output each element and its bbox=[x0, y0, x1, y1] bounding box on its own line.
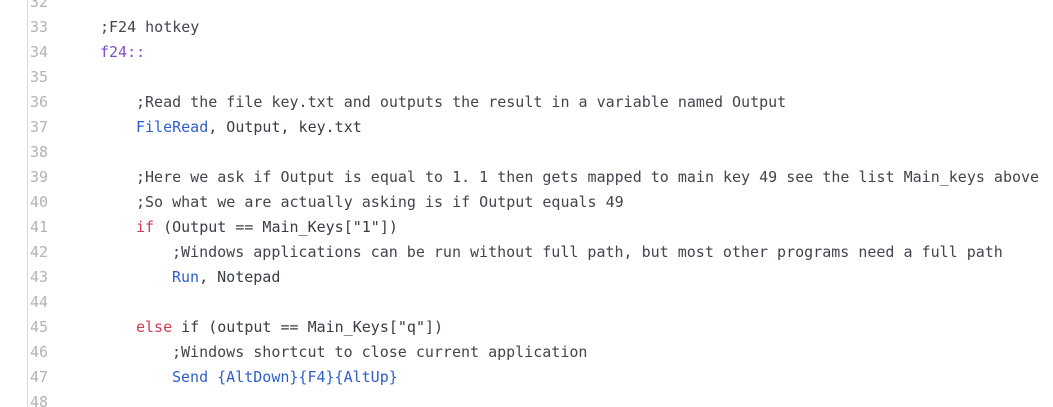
line-number: 39 bbox=[29, 168, 48, 186]
line-number: 36 bbox=[29, 93, 48, 111]
code-line-text: ;F24 hotkey bbox=[48, 15, 1053, 40]
code-line-text: FileRead, Output, key.txt bbox=[48, 115, 1053, 140]
code-line[interactable]: 40 ;So what we are actually asking is if … bbox=[0, 190, 1053, 215]
code-line-text: ;So what we are actually asking is if Ou… bbox=[48, 190, 1053, 215]
code-line-text bbox=[48, 140, 1053, 165]
line-number: 44 bbox=[29, 293, 48, 311]
line-number: 32 bbox=[29, 0, 48, 11]
code-line-text bbox=[48, 390, 1053, 407]
code-line-text: ;Windows applications can be run without… bbox=[48, 240, 1053, 265]
code-line-text: ;Windows shortcut to close current appli… bbox=[48, 340, 1053, 365]
line-number: 35 bbox=[29, 68, 48, 86]
code-line[interactable]: 32 bbox=[0, 0, 1053, 15]
line-number: 43 bbox=[29, 268, 48, 286]
token-hotkey: f24:: bbox=[100, 43, 146, 61]
token-keyword: if bbox=[136, 218, 155, 236]
code-line-text bbox=[48, 65, 1053, 90]
code-line-text: Send {AltDown}{F4}{AltUp} bbox=[48, 365, 1053, 390]
token-comment: ;F24 hotkey bbox=[100, 18, 200, 36]
code-line-text: ;Here we ask if Output is equal to 1. 1 … bbox=[48, 165, 1053, 190]
code-line[interactable]: 39 ;Here we ask if Output is equal to 1. … bbox=[0, 165, 1053, 190]
line-number: 34 bbox=[29, 43, 48, 61]
gutter-divider bbox=[27, 0, 28, 407]
code-line[interactable]: 47 Send {AltDown}{F4}{AltUp} bbox=[0, 365, 1053, 390]
code-line-text: else if (output == Main_Keys["q"]) bbox=[48, 315, 1053, 340]
token-plain: , Output, key.txt bbox=[208, 118, 362, 136]
token-plain: , Notepad bbox=[199, 268, 281, 286]
line-number: 33 bbox=[29, 18, 48, 36]
token-keyword: else bbox=[136, 318, 173, 336]
line-number: 46 bbox=[29, 343, 48, 361]
token-command: FileRead bbox=[136, 118, 209, 136]
token-plain: if (output == Main_Keys["q"]) bbox=[172, 318, 444, 336]
token-comment: ;Windows applications can be run without… bbox=[172, 243, 1003, 261]
code-line-text: ;Read the file key.txt and outputs the r… bbox=[48, 90, 1053, 115]
token-comment: ;So what we are actually asking is if Ou… bbox=[136, 193, 624, 211]
token-plain: (Output == Main_Keys["1"]) bbox=[154, 218, 398, 236]
code-line[interactable]: 34 f24:: bbox=[0, 40, 1053, 65]
code-line[interactable]: 38 bbox=[0, 140, 1053, 165]
line-number: 38 bbox=[29, 143, 48, 161]
code-line-text bbox=[48, 0, 1053, 15]
line-number: 45 bbox=[29, 318, 48, 336]
line-number: 40 bbox=[29, 193, 48, 211]
code-line-text: Run, Notepad bbox=[48, 265, 1053, 290]
token-command: Send {AltDown}{F4}{AltUp} bbox=[172, 368, 398, 386]
line-number: 48 bbox=[29, 393, 48, 407]
code-line[interactable]: 35 bbox=[0, 65, 1053, 90]
code-line-text bbox=[48, 290, 1053, 315]
code-line[interactable]: 46 ;Windows shortcut to close current app… bbox=[0, 340, 1053, 365]
token-command: Run bbox=[172, 268, 200, 286]
token-comment: ;Here we ask if Output is equal to 1. 1 … bbox=[136, 168, 1040, 186]
token-comment: ;Read the file key.txt and outputs the r… bbox=[136, 93, 787, 111]
line-number: 41 bbox=[29, 218, 48, 236]
code-line[interactable]: 44 bbox=[0, 290, 1053, 315]
code-line[interactable]: 36 ;Read the file key.txt and outputs the… bbox=[0, 90, 1053, 115]
line-number: 37 bbox=[29, 118, 48, 136]
code-line-text: if (Output == Main_Keys["1"]) bbox=[48, 215, 1053, 240]
code-line-text: f24:: bbox=[48, 40, 1053, 65]
token-comment: ;Windows shortcut to close current appli… bbox=[172, 343, 588, 361]
code-line[interactable]: 48 bbox=[0, 390, 1053, 407]
code-line[interactable]: 33 ;F24 hotkey bbox=[0, 15, 1053, 40]
code-line[interactable]: 42 ;Windows applications can be run witho… bbox=[0, 240, 1053, 265]
line-number: 47 bbox=[29, 368, 48, 386]
line-number: 42 bbox=[29, 243, 48, 261]
